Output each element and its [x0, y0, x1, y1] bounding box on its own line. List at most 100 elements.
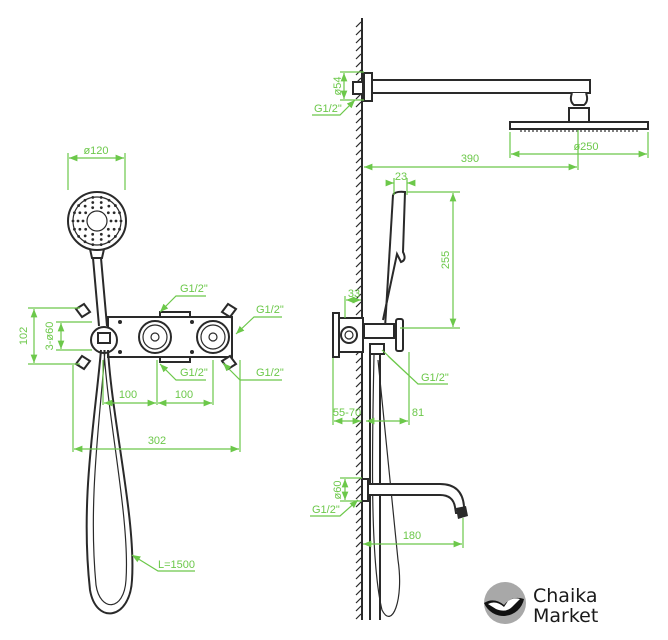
wall-hatch: [355, 29, 362, 36]
wall-hatch: [355, 373, 362, 380]
dim-spacing-1: 100: [119, 389, 137, 401]
wall-hatch: [355, 229, 362, 236]
nozzle-dot: [83, 240, 87, 244]
nozzle-dot: [91, 232, 95, 236]
logo-line2: Market: [533, 605, 598, 627]
wall-hatch: [355, 485, 362, 492]
wall-hatch: [355, 261, 362, 268]
label-thread-bottom: G1/2": [180, 367, 208, 379]
nozzle-dot: [109, 219, 113, 223]
nozzle-dot: [113, 235, 117, 238]
dim-arm-length: 390: [461, 153, 479, 165]
nozzle-dot: [78, 211, 82, 215]
nozzle-dot: [91, 201, 95, 204]
wall-hatch: [355, 493, 362, 500]
nozzle-dot: [99, 195, 103, 199]
wall-hatch: [355, 605, 362, 612]
wall-hatch: [355, 397, 362, 404]
nozzle-dot: [118, 227, 121, 231]
nozzle-dot: [114, 219, 118, 223]
wall-hatch: [355, 205, 362, 212]
nozzle-dot: [99, 243, 103, 247]
wall-hatch: [355, 53, 362, 60]
nozzle-dot: [91, 243, 95, 247]
bath-spout: [361, 478, 468, 519]
wall-hatch: [355, 277, 362, 284]
nozzle-dot: [81, 219, 85, 223]
nozzle-dot: [106, 211, 110, 215]
label-thread-top: G1/2": [180, 283, 208, 295]
wall-hatch: [355, 613, 362, 620]
nozzle-dot: [112, 211, 116, 215]
nozzle-dot: [83, 204, 87, 208]
wall-hatch: [355, 541, 362, 548]
wall-hatch: [355, 21, 362, 28]
wall-hatch: [355, 389, 362, 396]
dim-head-diameter-side: ø250: [573, 141, 598, 153]
wall-hatch: [355, 101, 362, 108]
dim-valve-offset: 33: [348, 288, 360, 300]
wall-hatch: [355, 133, 362, 140]
nozzle-dot: [107, 240, 111, 244]
dim-handle-height: 255: [440, 251, 452, 269]
nozzle-dot: [91, 195, 95, 199]
wall-hatch: [355, 221, 362, 228]
wall-hatch: [355, 573, 362, 580]
dim-wall-depth: 55-70: [333, 407, 361, 419]
nozzle-dot: [112, 227, 116, 231]
wall-hatch: [355, 269, 362, 276]
wall-hatch: [355, 253, 362, 260]
wall-hatch: [355, 381, 362, 388]
nozzle-dot: [77, 235, 81, 238]
nozzle-dot: [84, 211, 88, 215]
nozzle-dot: [107, 198, 111, 202]
nozzle-dot: [71, 219, 75, 223]
wall-hatch: [355, 189, 362, 196]
nozzle-dot: [73, 227, 76, 231]
wall-hatch: [355, 525, 362, 532]
wall-hatch: [355, 557, 362, 564]
wall-hatch: [355, 149, 362, 156]
wall-hatch: [355, 173, 362, 180]
wall-hatch: [355, 517, 362, 524]
wall-hatch: [355, 581, 362, 588]
label-spout-thread: G1/2": [312, 504, 340, 516]
wall-hatch: [355, 237, 362, 244]
dim-arm-flange: ø54: [332, 77, 344, 96]
wall-hatch: [355, 533, 362, 540]
wall-hatch: [355, 501, 362, 508]
dim-projection: 81: [412, 407, 424, 419]
side-view: ø54 G1/2" ø250 390 23 255 33: [310, 18, 649, 620]
label-arm-thread: G1/2": [314, 103, 342, 115]
nozzle-dot: [91, 206, 95, 210]
wall-hatch: [355, 37, 362, 44]
wall-hatch: [355, 429, 362, 436]
wall-hatch: [355, 61, 362, 68]
wall-hatch: [355, 461, 362, 468]
hand-shower-head: [67, 191, 127, 327]
nozzle-dot: [83, 198, 87, 202]
wall-hatch: [355, 45, 362, 52]
wall-hatch: [355, 477, 362, 484]
front-view: ø120 102 3-ø60 100 100 302 G1/2" G1/2" G…: [18, 145, 284, 615]
dim-outlets: 3-ø60: [44, 322, 56, 351]
wall-hatch: [355, 309, 362, 316]
nozzle-dot: [77, 204, 81, 207]
nozzle-dot: [91, 238, 95, 241]
wall-hatch: [355, 565, 362, 572]
nozzle-dot: [107, 234, 111, 238]
wall-hatch: [355, 469, 362, 476]
nozzle-dot: [113, 204, 117, 207]
wall-hatch: [355, 357, 362, 364]
label-hose-length: L=1500: [158, 559, 195, 571]
dim-height: 102: [18, 327, 30, 345]
wall-hatch: [355, 245, 362, 252]
nozzle-dot: [76, 219, 80, 223]
nozzle-dot: [99, 201, 103, 204]
nozzle-dot: [119, 219, 123, 223]
label-thread-right-top: G1/2": [256, 304, 284, 316]
label-valve-thread: G1/2": [421, 372, 449, 384]
wall-hatch: [355, 437, 362, 444]
wall-hatch: [355, 165, 362, 172]
